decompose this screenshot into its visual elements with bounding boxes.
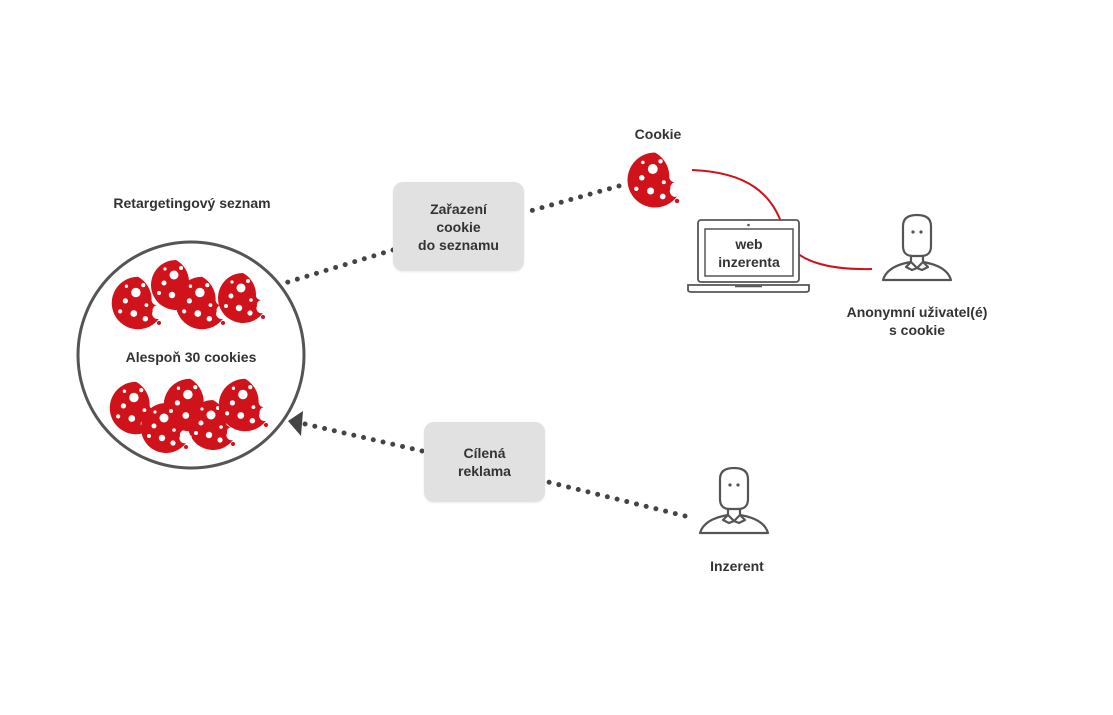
step-text: cookie <box>436 218 481 235</box>
advertiser-label: Inzerent <box>710 558 764 574</box>
cookie-label: Cookie <box>634 126 682 142</box>
step-text: do seznamu <box>418 236 499 253</box>
arrowhead-icon-lower <box>288 411 303 436</box>
targeted-ads-step-box: Cílená reklama <box>424 422 545 502</box>
step-text: reklama <box>458 463 511 479</box>
dotted-connector-cookie-to-box <box>527 183 622 214</box>
retargeting-list-title: Retargetingový seznam <box>113 195 271 211</box>
dotted-connector-advertiser-to-ad <box>545 479 688 519</box>
anonymous-user-label: Anonymní uživatel(é) s cookie <box>846 304 988 338</box>
step-text: Zařazení <box>430 200 487 217</box>
user-icon[interactable] <box>881 213 953 282</box>
dotted-connector-ad-to-list <box>302 421 425 454</box>
website-label: web inzerenta <box>718 236 780 270</box>
cookie-icon <box>627 152 684 208</box>
add-to-list-step-box: Zařazení cookie do seznamu <box>393 182 524 271</box>
step-text: Cílená <box>463 445 506 461</box>
user-icon[interactable] <box>698 466 770 535</box>
min-cookies-label: Alespoň 30 cookies <box>125 349 257 365</box>
laptop-icon <box>687 219 810 293</box>
